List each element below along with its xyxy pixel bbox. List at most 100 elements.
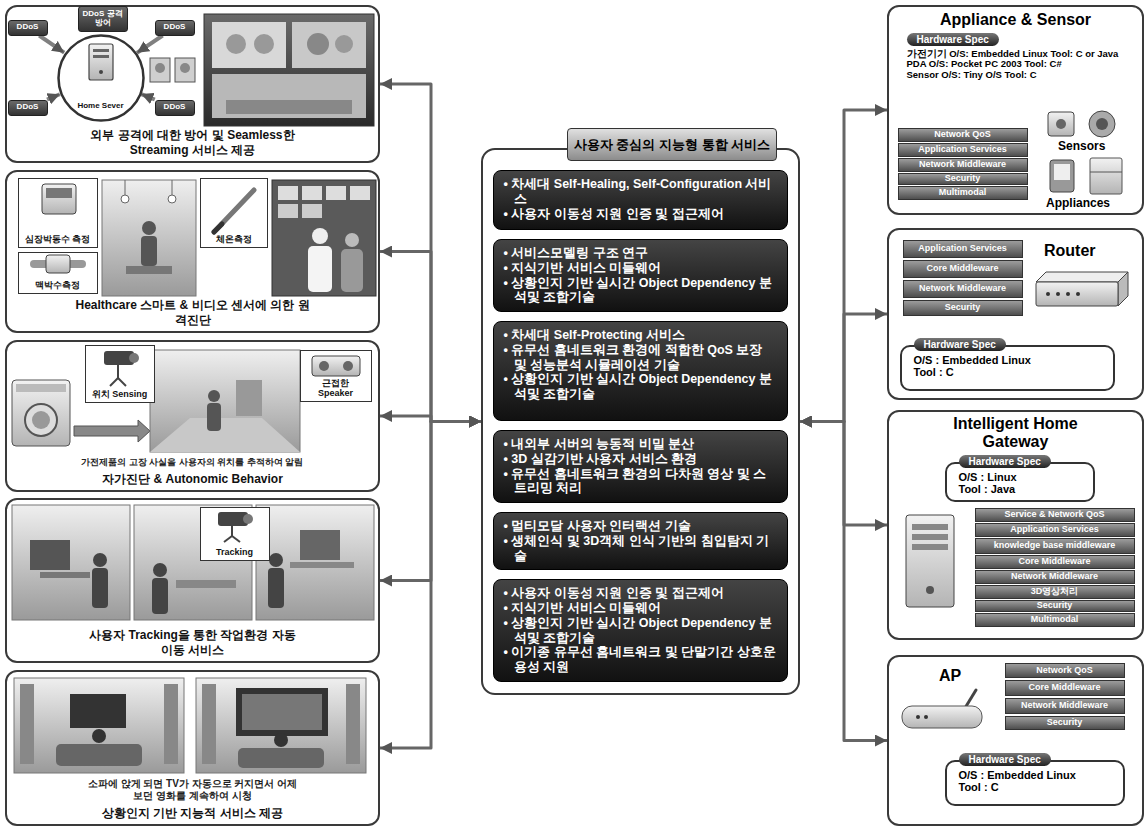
spec-line: Tool : Java: [959, 483, 1083, 496]
gateway-server: [912, 544, 948, 550]
layer-box: knowledge base middleware: [975, 538, 1135, 554]
home-room: [150, 350, 300, 452]
panel-title: Appliance & Sensor: [889, 11, 1142, 29]
layer-label: Network QoS: [934, 130, 991, 139]
frame-title: 사용자 중심의 지능형 통합 서비스: [567, 128, 777, 161]
router-device: [1046, 292, 1050, 296]
living-rooms: [92, 729, 106, 743]
server-icon: [89, 44, 113, 80]
streaming-screen: [204, 14, 374, 126]
work-rooms: [243, 514, 253, 524]
work-rooms: [30, 540, 70, 570]
bullet-text: • 사용자 이동성 지원 인증 및 접근제어: [504, 207, 779, 222]
device-label: Sensors: [1058, 139, 1105, 153]
service-box: • 사용자 이동성 지원 인증 및 접근제어• 지식기반 서비스 미들웨어• 상…: [493, 579, 788, 682]
layer-box: Service & Network QoS: [975, 508, 1135, 522]
camera-speaker-icons: [118, 378, 126, 386]
gateway-server: [912, 524, 948, 530]
living-rooms: [14, 678, 366, 773]
notify-arrow: [74, 420, 150, 442]
sensor-inset: Tracking: [200, 507, 270, 561]
caption-text: 자가진단 & Autonomic Behavior: [102, 472, 283, 486]
living-rooms: [164, 684, 178, 764]
attack-label: DDoS: [17, 103, 39, 112]
device-panel: Intelligent Home GatewayHardware SpecO/S…: [887, 410, 1144, 640]
doctor-photo: [302, 186, 322, 200]
sensor-icons: [1096, 118, 1108, 130]
caption-group: 사용자 Tracking을 통한 작업환경 자동 이동 서비스: [11, 628, 374, 657]
work-rooms: [40, 572, 90, 578]
sensor-insets: [214, 224, 222, 232]
attack-box: DDoS: [8, 20, 48, 36]
access-point: [916, 715, 920, 719]
layer-box: Multimodal: [975, 613, 1135, 627]
sensor-icons: [1056, 119, 1066, 129]
service-box: • 내외부 서버의 능동적 비밀 분산• 3D 실감기반 사용자 서비스 환경•…: [493, 430, 788, 503]
service-box: • 차세대 Self-Protecting 서비스• 유무선 홈네트워크 환경에…: [493, 321, 788, 421]
work-rooms: [290, 562, 354, 568]
layer-label: Network Middleware: [1011, 572, 1098, 581]
scenario-panel: Healthcare 스마트 & 비디오 센서에 의한 원격진단심장박동수 측정…: [5, 170, 380, 333]
layer-label: Application Services: [918, 244, 1007, 253]
layer-label: Core Middleware: [926, 264, 998, 273]
sensor-insets: [18, 178, 268, 294]
gateway-server: [912, 534, 948, 540]
washing-machine: [12, 380, 70, 446]
inset-label: 체온측정: [215, 235, 253, 245]
bullet-text: • 생체인식 및 3D객체 인식 기반의 침입탐지 기술: [504, 534, 779, 564]
layer-label: Application Services: [1010, 525, 1099, 534]
living-rooms: [196, 678, 366, 773]
connector: [39, 36, 64, 53]
sensor-insets: [46, 255, 70, 273]
layer-label: knowledge base middleware: [994, 541, 1116, 550]
circle-outline: [58, 35, 143, 120]
sensor-inset: 심장박동수 측정: [18, 178, 98, 248]
layer-box: Application Services: [898, 143, 1028, 157]
scenario-panel: 사용자 Tracking을 통한 작업환경 자동 이동 서비스 Tracking: [5, 498, 380, 663]
layer-label: Multimodal: [1031, 615, 1079, 624]
label-holder: Sensors: [1058, 139, 1105, 153]
washing-machine: [16, 384, 66, 392]
layer-label: Security: [945, 303, 981, 312]
healthcare-room: [141, 236, 157, 266]
layer-box: Application Services: [903, 240, 1023, 258]
layer-box: Network Middleware: [1005, 698, 1125, 714]
work-rooms: [12, 505, 130, 620]
face-thumbnails: [150, 58, 195, 82]
server-icon: [93, 55, 109, 58]
spec-box: Hardware Spec가전기기 O/S: Embedded Linux To…: [893, 40, 1139, 100]
bullet-text: • 차세대 Self-Healing, Self-Configuration 서…: [504, 177, 779, 207]
service-frame: 사용자 중심의 지능형 통합 서비스• 차세대 Self-Healing, Se…: [481, 148, 800, 695]
spec-box: Hardware SpecO/S : Embedded LinuxTool : …: [945, 760, 1125, 806]
living-rooms: [14, 678, 184, 773]
attack-label: DDoS: [164, 103, 186, 112]
appliance-icons: [1050, 160, 1074, 192]
scenario-panel: 외부 공격에 대한 방어 및 Seamless한 Streaming 서비스 제…: [5, 5, 380, 163]
layer-box: 3D영상처리: [975, 585, 1135, 599]
layer-label: Network Middleware: [1021, 701, 1108, 710]
access-point: [965, 690, 976, 708]
layer-box: Network Middleware: [903, 280, 1023, 298]
service-box: • 차세대 Self-Healing, Self-Configuration 서…: [493, 170, 788, 230]
appliance-icons: [1090, 158, 1122, 194]
bullet-text: • 내외부 서버의 능동적 비밀 분산: [504, 437, 779, 452]
washing-machine: [32, 411, 50, 429]
doctor-photo: [345, 233, 359, 247]
work-rooms: [300, 530, 340, 560]
bullet-text: • 유무선 홈네트워크 환경에 적합한 QoS 보장 및 성능분석 시뮬레이션 …: [504, 343, 779, 373]
layer-box: Security: [975, 600, 1135, 612]
sensor-insets: [18, 252, 98, 294]
bullet-text: • 지식기반 서비스 미들웨어: [504, 261, 779, 276]
healthcare-room: [102, 180, 196, 296]
sensor-inset: 위치 Sensing: [85, 345, 155, 403]
connector: [380, 422, 481, 749]
healthcare-room: [121, 195, 129, 203]
layer-label: 3D영상처리: [1031, 587, 1079, 596]
spec-box: Hardware SpecO/S : LinuxTool : Java: [945, 462, 1095, 502]
spec-line: Tool : C: [914, 366, 1103, 379]
spec-tag: Hardware Spec: [914, 338, 1006, 351]
layer-box: Security: [1005, 716, 1125, 730]
gateway-server: [906, 515, 954, 607]
living-rooms: [20, 684, 34, 764]
access-point: [902, 690, 982, 728]
